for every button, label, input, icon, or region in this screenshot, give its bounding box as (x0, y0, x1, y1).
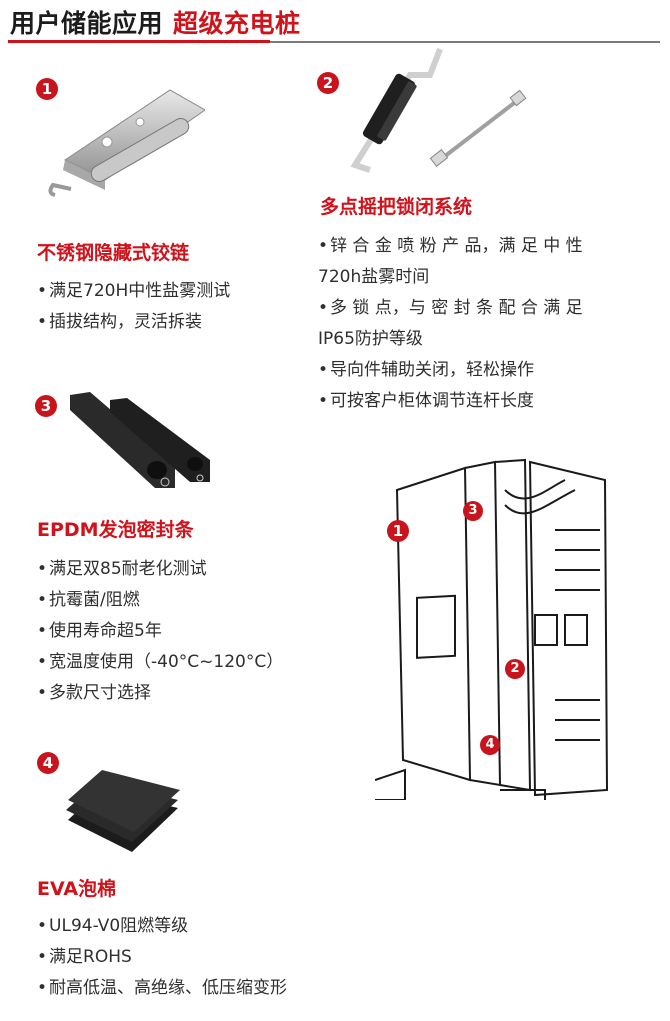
bullet-item: 抗霉菌/阻燃 (37, 585, 283, 616)
bullet-item: 满足ROHS (37, 942, 287, 973)
diagram-marker-3: 3 (463, 501, 483, 521)
header-rule-accent (8, 40, 270, 43)
number-badge-3: 3 (35, 395, 57, 417)
bullet-item: 满足720H中性盐雾测试 (37, 276, 230, 307)
bullet-item: UL94-V0阻燃等级 (37, 911, 287, 942)
product-4-bullets: UL94-V0阻燃等级 满足ROHS 耐高低温、高绝缘、低压缩变形 (37, 911, 287, 1004)
bullet-item: 锌 合 金 喷 粉 产 品，满 足 中 性 (318, 231, 583, 262)
bullet-item-continued: IP65防护等级 (318, 329, 423, 349)
product-3-bullets: 满足双85耐老化测试 抗霉菌/阻燃 使用寿命超5年 宽温度使用（-40°C~12… (37, 554, 283, 709)
eva-foam-image (60, 760, 190, 855)
seal-strip-image (65, 390, 215, 490)
bullet-item-continued: 720h盐雾时间 (318, 267, 430, 287)
diagram-marker-1: 1 (387, 520, 409, 542)
lock-system-image (340, 45, 540, 180)
bullet-item: 满足双85耐老化测试 (37, 554, 283, 585)
bullet-item: 宽温度使用（-40°C~120°C） (37, 647, 283, 678)
title-accent: 超级充电桩 (173, 9, 301, 38)
title-primary: 用户储能应用 (10, 9, 164, 38)
bullet-item: 耐高低温、高绝缘、低压缩变形 (37, 973, 287, 1004)
bullet-item: 导向件辅助关闭，轻松操作 (318, 355, 583, 386)
diagram-marker-4: 4 (480, 735, 500, 755)
number-badge-4: 4 (37, 752, 59, 774)
product-2-bullets: 锌 合 金 喷 粉 产 品，满 足 中 性 720h盐雾时间 多 锁 点，与 密… (318, 231, 583, 417)
bullet-item: 多款尺寸选择 (37, 678, 283, 709)
product-title-3: EPDM发泡密封条 (37, 519, 194, 541)
product-title-1: 不锈钢隐藏式铰链 (37, 242, 190, 264)
cabinet-diagram: 1 3 2 4 (375, 450, 615, 800)
bullet-item: 插拔结构，灵活拆装 (37, 307, 230, 338)
diagram-marker-2: 2 (505, 659, 525, 679)
bullet-item: 使用寿命超5年 (37, 616, 283, 647)
product-title-2: 多点摇把锁闭系统 (320, 196, 473, 218)
header-rule (270, 41, 660, 43)
hinge-image (45, 70, 205, 210)
bullet-item: 可按客户柜体调节连杆长度 (318, 386, 583, 417)
bullet-item: 多 锁 点，与 密 封 条 配 合 满 足 (318, 293, 583, 324)
product-title-4: EVA泡棉 (37, 878, 117, 900)
page-title: 用户储能应用超级充电桩 (10, 4, 301, 40)
product-1-bullets: 满足720H中性盐雾测试 插拔结构，灵活拆装 (37, 276, 230, 338)
number-badge-2: 2 (317, 72, 339, 94)
number-badge-1: 1 (36, 78, 58, 100)
